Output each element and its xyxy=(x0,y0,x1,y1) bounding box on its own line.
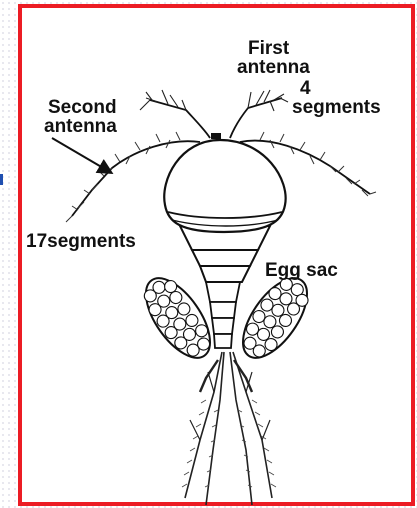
egg-sac-label: Egg sac xyxy=(265,260,338,281)
seventeen-segments-label: 17segments xyxy=(26,231,136,252)
caudal-setae xyxy=(185,352,272,505)
four-segments-label-line2: segments xyxy=(292,97,381,118)
thorax xyxy=(180,226,270,282)
cephalothorax xyxy=(164,140,285,232)
second-antenna-label-line2: antenna xyxy=(44,116,117,137)
egg-sac-right xyxy=(231,268,320,369)
first-antenna-label-line2: antenna xyxy=(237,57,310,78)
first-antenna-label-line1: First xyxy=(248,38,290,59)
eye-spot xyxy=(211,133,221,139)
four-segments-label-line1: 4 xyxy=(300,78,311,99)
second-antenna-label-line1: Second xyxy=(48,97,117,118)
second-antenna-pointer xyxy=(52,138,110,172)
urosome xyxy=(206,282,240,348)
first-antenna-setae xyxy=(140,90,288,111)
first-antenna xyxy=(150,98,282,138)
